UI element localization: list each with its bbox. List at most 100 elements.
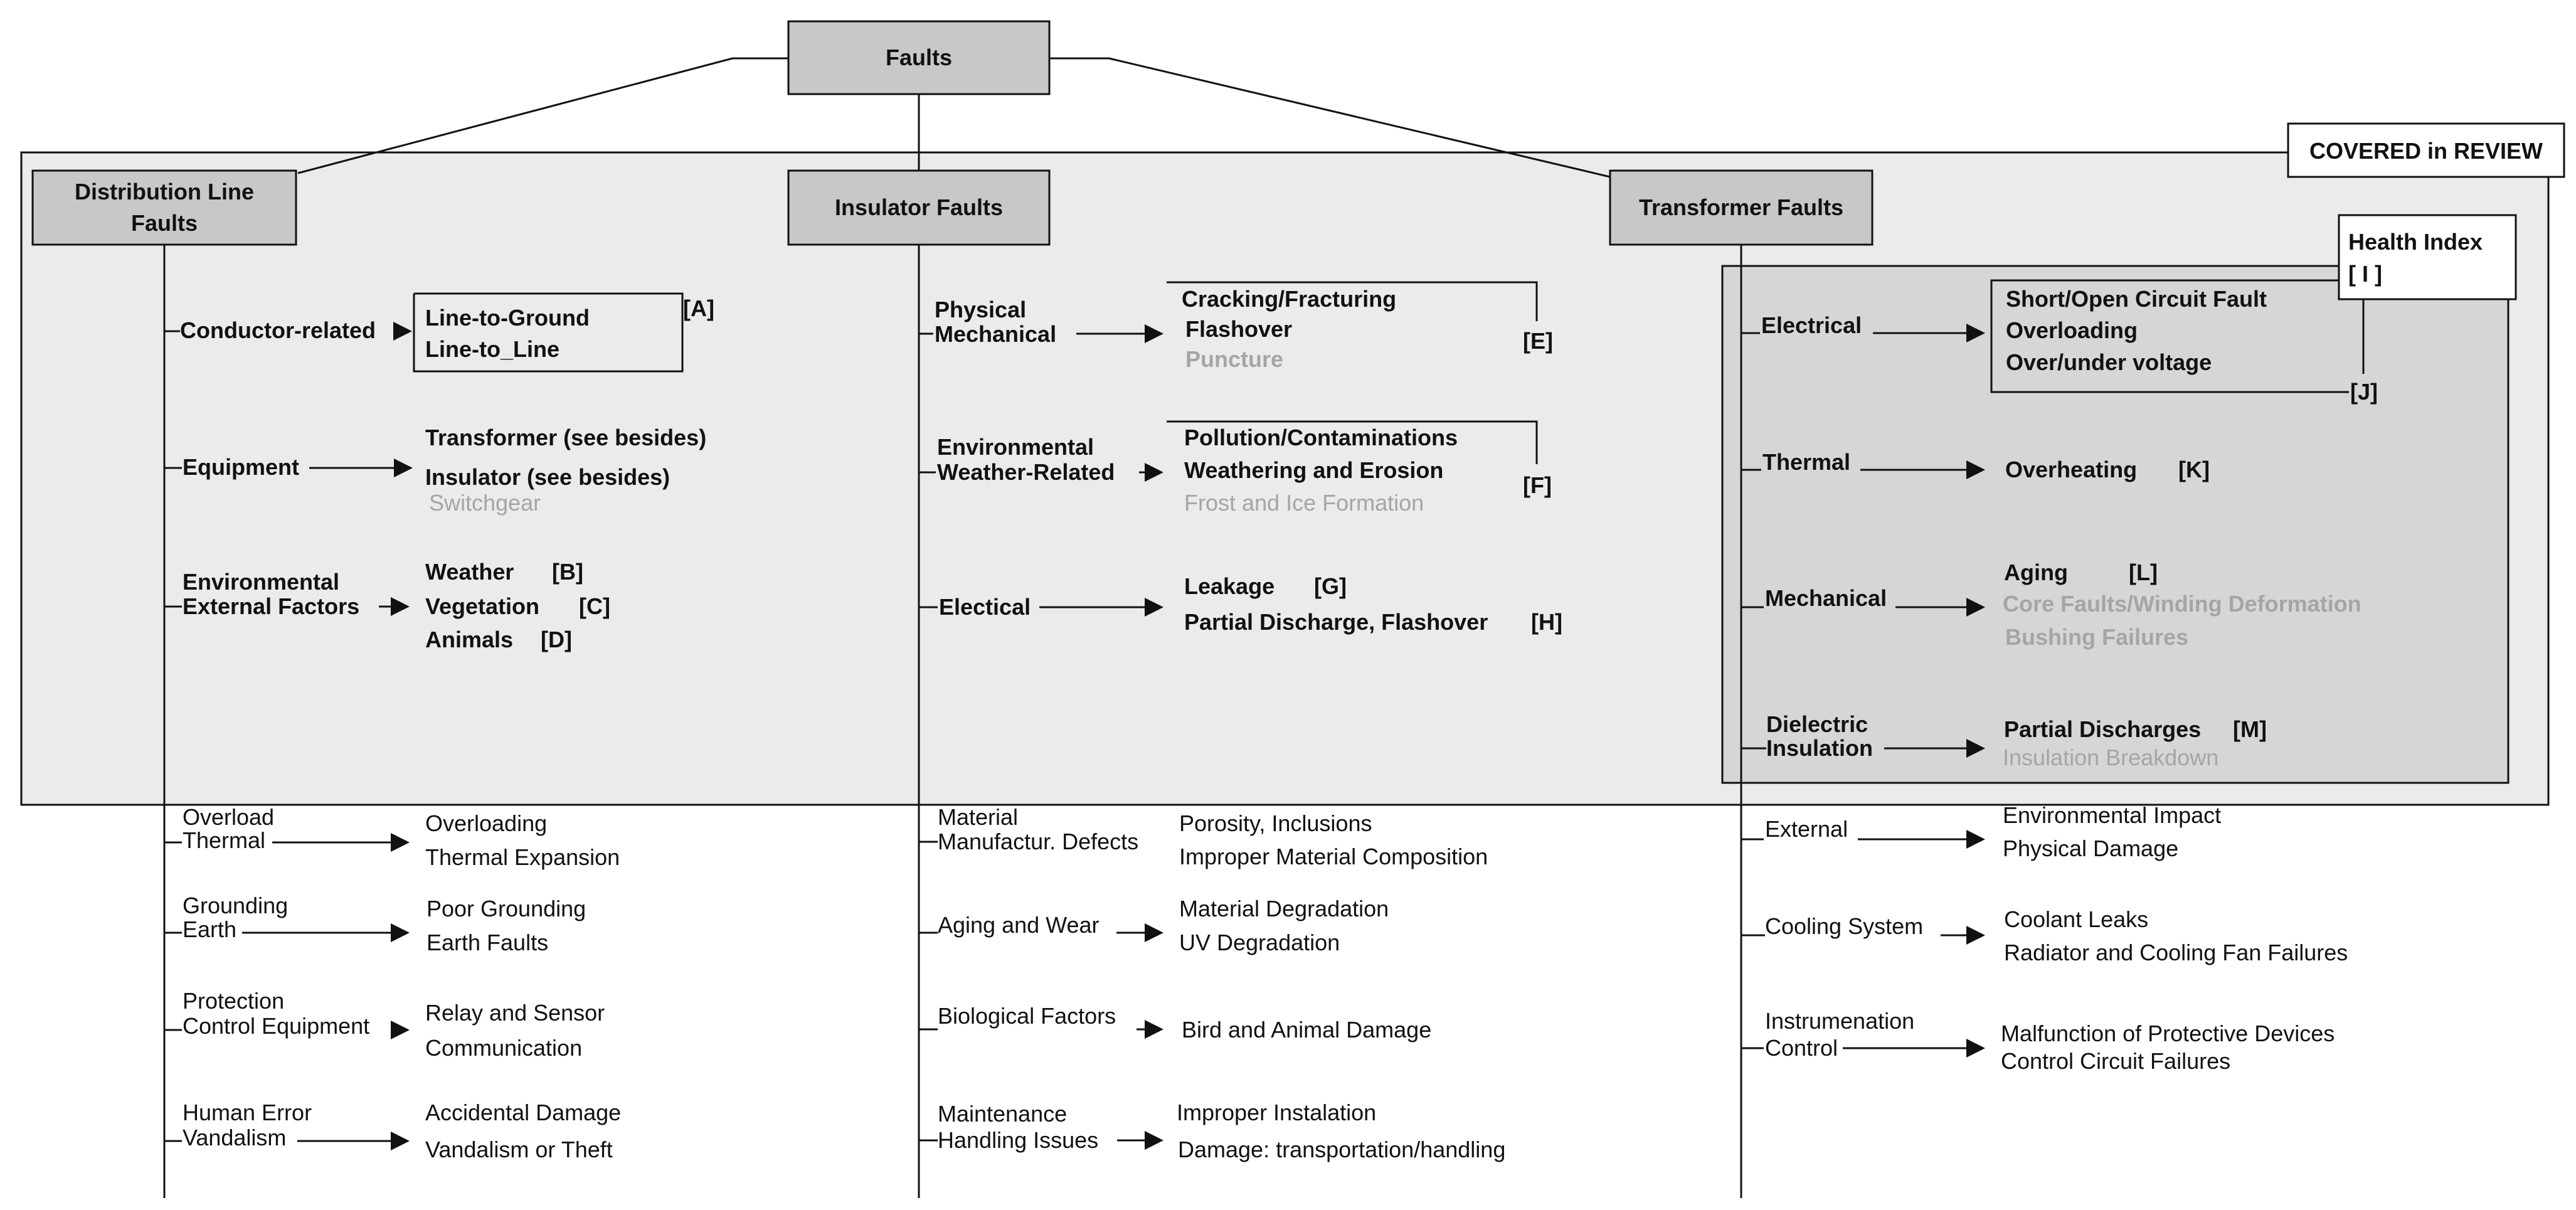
health-index-tag: [ I ]	[2348, 261, 2382, 287]
distribution-branch-label: Thermal	[183, 827, 265, 853]
transformer-item: Radiator and Cooling Fan Failures	[2004, 940, 2348, 965]
distribution-tag: [A]	[683, 295, 714, 321]
transformer-item: Physical Damage	[2003, 836, 2178, 861]
transformer-item: Coolant Leaks	[2004, 906, 2148, 932]
insulator-branch-label: Weather-Related	[937, 459, 1115, 485]
insulator-item: Pollution/Contaminations	[1184, 425, 1458, 450]
distribution-item: Transformer (see besides)	[425, 425, 706, 450]
insulator-branch-label: Aging and Wear	[938, 912, 1100, 938]
transformer-branch-label: External	[1765, 816, 1848, 842]
insulator-item: Partial Discharge, Flashover	[1184, 609, 1488, 635]
distribution-branch-label: External Factors	[183, 593, 359, 619]
insulator-tag: [E]	[1523, 328, 1553, 354]
insulator-item: Material Degradation	[1179, 896, 1389, 921]
transformer-item: Environmental Impact	[2003, 802, 2221, 828]
distribution-item: Vandalism or Theft	[425, 1137, 613, 1162]
transformer-item-gray: Core Faults/Winding Deformation	[2003, 591, 2361, 617]
transformer-branch-label: Thermal	[1762, 449, 1850, 475]
transformer-tag: [J]	[2350, 379, 2378, 405]
distribution-item: Poor Grounding	[427, 896, 586, 921]
insulator-title: Insulator Faults	[835, 194, 1003, 220]
transformer-title: Transformer Faults	[1639, 194, 1843, 220]
insulator-branch-label: Biological Factors	[938, 1003, 1116, 1029]
distribution-branch-label: Grounding	[183, 893, 288, 918]
transformer-item: Aging	[2004, 560, 2068, 585]
transformer-branch-label: Dielectric	[1766, 711, 1868, 737]
trunk-lines	[163, 245, 1742, 1198]
root-box	[787, 20, 1051, 95]
transformer-item: Short/Open Circuit Fault	[2006, 286, 2267, 312]
distribution-item: Earth Faults	[427, 930, 548, 955]
insulator-branch-label: Mechanical	[935, 321, 1056, 347]
distribution-item: Line-to-Ground	[425, 305, 590, 331]
insulator-item: Porosity, Inclusions	[1179, 810, 1372, 836]
transformer-item: Control Circuit Failures	[2001, 1048, 2230, 1074]
insulator-branch-label: Physical	[935, 297, 1026, 322]
distribution-tag: [C]	[579, 593, 610, 619]
transformer-item: Overloading	[2006, 317, 2138, 343]
insulator-tag: [H]	[1531, 609, 1562, 635]
physical-bracket	[1167, 281, 1538, 321]
insulator-item: Damage: transportation/handling	[1178, 1137, 1505, 1162]
electrical-bracket	[1990, 279, 2363, 393]
transformer-branch-label: Mechanical	[1765, 585, 1887, 611]
distribution-branch-label: Overload	[183, 804, 274, 830]
distribution-item: Thermal Expansion	[425, 844, 620, 870]
insulator-item: Improper Instalation	[1177, 1100, 1376, 1125]
distribution-item: Relay and Sensor	[425, 1000, 605, 1026]
distribution-branch-label: Environmental	[183, 569, 339, 595]
distribution-item: Animals	[425, 627, 513, 652]
transformer-branch-label: Cooling System	[1765, 913, 1923, 939]
distribution-branch-label: Protection	[183, 988, 284, 1014]
distribution-branch-label: Human Error	[183, 1100, 312, 1125]
environmental-bracket	[1167, 420, 1538, 464]
distribution-branch-label: Vandalism	[183, 1125, 286, 1150]
health-index-title: Health Index	[2348, 229, 2483, 255]
insulator-item: Flashover	[1185, 316, 1292, 342]
transformer-tag: [K]	[2178, 457, 2210, 482]
distribution-item: Overloading	[425, 810, 547, 836]
distribution-item: Insulator (see besides)	[425, 464, 670, 490]
distribution-tag: [D]	[541, 627, 572, 652]
distribution-title-1: Distribution Line	[75, 179, 254, 204]
transformer-item: Over/under voltage	[2006, 349, 2212, 375]
transformer-branch-label: Electrical	[1761, 312, 1862, 338]
transformer-item: Overheating	[2005, 457, 2137, 482]
transformer-branch-label: Insulation	[1766, 735, 1873, 761]
distribution-item: Communication	[425, 1035, 582, 1061]
health-index-box	[2338, 214, 2517, 300]
distribution-item-gray: Switchgear	[429, 490, 541, 516]
distribution-item: Line-to_Line	[425, 336, 559, 362]
transformer-item-gray: Insulation Breakdown	[2003, 745, 2218, 770]
insulator-branch-label: Electical	[939, 594, 1031, 620]
review-label-box	[2287, 122, 2565, 178]
insulator-item-gray: Frost and Ice Formation	[1184, 490, 1424, 516]
insulator-item: Leakage	[1184, 573, 1275, 599]
distribution-branch-label: Earth	[183, 916, 236, 942]
insulator-branch-label: Handling Issues	[938, 1127, 1098, 1153]
insulator-tag: [G]	[1314, 573, 1347, 599]
review-label: COVERED in REVIEW	[2309, 138, 2543, 164]
distribution-tag: [B]	[552, 559, 583, 585]
insulator-item: UV Degradation	[1179, 930, 1340, 955]
insulator-branch-label: Material	[938, 804, 1018, 830]
insulator-item: Weathering and Erosion	[1184, 457, 1443, 483]
insulator-item: Bird and Animal Damage	[1182, 1017, 1431, 1043]
distribution-title-2: Faults	[131, 210, 198, 236]
distribution-item: Weather	[425, 559, 514, 585]
insulator-branch-label: Environmental	[937, 434, 1094, 460]
insulator-branch-label: Manufactur. Defects	[938, 829, 1138, 854]
transformer-item: Malfunction of Protective Devices	[2001, 1021, 2335, 1046]
insulator-item-gray: Puncture	[1185, 346, 1283, 372]
insulator-tag: [F]	[1523, 472, 1552, 498]
insulator-item: Cracking/Fracturing	[1182, 286, 1396, 312]
transformer-branch-label: Control	[1765, 1035, 1838, 1061]
transformer-review-region	[1721, 265, 2510, 784]
transformer-branch-label: Instrumenation	[1765, 1008, 1914, 1034]
conductor-bracket	[413, 292, 684, 373]
root-connectors	[297, 57, 1611, 178]
distribution-branch-label: Control Equipment	[183, 1013, 369, 1039]
transformer-tag: [L]	[2129, 560, 2158, 585]
